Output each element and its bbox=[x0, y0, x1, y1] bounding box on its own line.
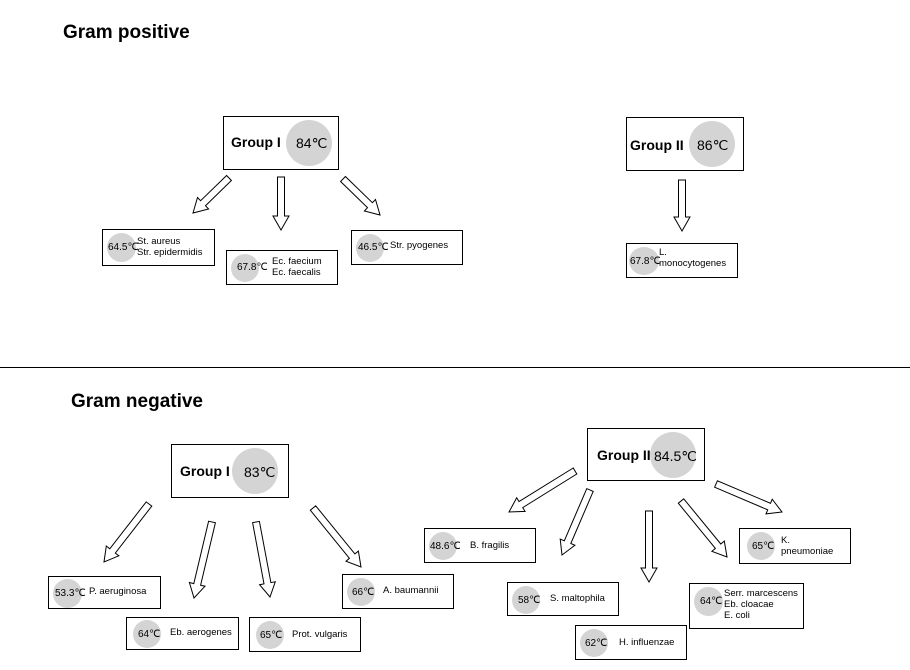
gn2-species-3: 62℃ H. influenzae bbox=[575, 625, 687, 660]
species-names: L. monocytogenes bbox=[659, 247, 727, 269]
gn-group1-box: Group I 83℃ bbox=[171, 444, 289, 498]
hollow-arrow bbox=[252, 520, 277, 598]
group-temp: 83℃ bbox=[244, 464, 276, 480]
species-temp: 65℃ bbox=[260, 630, 283, 641]
group-temp: 86℃ bbox=[697, 137, 729, 153]
species-temp: 58℃ bbox=[518, 595, 541, 606]
temp-circle bbox=[650, 432, 696, 478]
gn2-species-5: 65℃ K. pneumoniae bbox=[739, 528, 851, 564]
hollow-arrow bbox=[272, 176, 290, 232]
temp-circle bbox=[694, 587, 723, 616]
species-names: Str. pyogenes bbox=[390, 240, 449, 251]
gp-species-2: 67.8℃ Ec. faecium Ec. faecalis bbox=[226, 250, 338, 285]
hollow-arrow bbox=[188, 520, 217, 599]
temp-circle bbox=[133, 620, 161, 648]
temp-circle bbox=[356, 234, 384, 262]
hollow-arrow bbox=[713, 480, 783, 515]
hollow-arrow bbox=[339, 175, 381, 216]
hollow-arrow bbox=[673, 179, 691, 233]
group-label: Group I bbox=[231, 134, 281, 150]
group-temp: 84.5℃ bbox=[654, 448, 697, 464]
section-divider bbox=[0, 367, 910, 368]
temp-circle bbox=[231, 254, 259, 282]
species-temp: 64℃ bbox=[138, 629, 161, 640]
gp-species-3: 46.5℃ Str. pyogenes bbox=[351, 230, 463, 265]
temp-circle bbox=[256, 621, 284, 649]
group-temp: 84℃ bbox=[296, 135, 328, 151]
temp-circle bbox=[629, 247, 659, 275]
hollow-arrow bbox=[677, 498, 728, 558]
temp-circle bbox=[429, 532, 457, 560]
gp2-species-1: 67.8℃ L. monocytogenes bbox=[626, 243, 738, 278]
temp-circle bbox=[347, 578, 375, 606]
species-temp: 66℃ bbox=[352, 587, 375, 598]
gram-negative-title: Gram negative bbox=[71, 391, 203, 412]
gram-positive-title: Gram positive bbox=[63, 22, 190, 43]
temp-circle bbox=[580, 629, 608, 657]
temp-circle bbox=[107, 233, 136, 262]
species-names: Serr. marcescens Eb. cloacae E. coli bbox=[724, 588, 798, 621]
species-names: Prot. vulgaris bbox=[292, 629, 348, 640]
hollow-arrow bbox=[640, 510, 658, 584]
species-temp: 46.5℃ bbox=[358, 242, 389, 253]
species-temp: 48.6℃ bbox=[430, 541, 461, 552]
temp-circle bbox=[53, 579, 82, 608]
species-names: Eb. aerogenes bbox=[170, 627, 232, 638]
species-names: Ec. faecium Ec. faecalis bbox=[272, 256, 322, 278]
species-names: H. influenzae bbox=[619, 637, 675, 648]
hollow-arrow bbox=[192, 174, 233, 214]
temp-circle bbox=[689, 121, 735, 167]
group-label: Group II bbox=[597, 447, 651, 463]
species-temp: 67.8℃ bbox=[630, 256, 661, 267]
species-temp: 65℃ bbox=[752, 541, 775, 552]
species-temp: 53.3℃ bbox=[55, 588, 86, 599]
species-names: A. baumannii bbox=[383, 585, 439, 596]
gn2-species-2: 58℃ S. maltophila bbox=[507, 582, 619, 616]
gn-group2-box: Group II 84.5℃ bbox=[587, 428, 705, 481]
group-label: Group II bbox=[630, 137, 684, 153]
species-temp: 62℃ bbox=[585, 638, 608, 649]
species-temp: 64.5℃ bbox=[108, 242, 139, 253]
group-label: Group I bbox=[180, 463, 230, 479]
gn1-species-1: 53.3℃ P. aeruginosa bbox=[48, 576, 161, 609]
species-names: K. pneumoniae bbox=[781, 535, 834, 557]
gn1-species-3: 65℃ Prot. vulgaris bbox=[249, 617, 361, 652]
species-names: P. aeruginosa bbox=[89, 586, 147, 597]
species-temp: 67.8℃ bbox=[237, 262, 268, 273]
gn2-species-1: 48.6℃ B. fragilis bbox=[424, 528, 536, 563]
gn2-species-4: 64℃ Serr. marcescens Eb. cloacae E. coli bbox=[689, 583, 804, 629]
species-names: St. aureus Str. epidermidis bbox=[137, 236, 203, 258]
temp-circle bbox=[232, 448, 278, 494]
hollow-arrow bbox=[559, 487, 594, 556]
species-names: S. maltophila bbox=[550, 593, 605, 604]
hollow-arrow bbox=[309, 505, 362, 568]
gp-group2-box: Group II 86℃ bbox=[626, 117, 744, 171]
gn1-species-2: 64℃ Eb. aerogenes bbox=[126, 617, 239, 650]
temp-circle bbox=[286, 120, 332, 166]
species-names: B. fragilis bbox=[470, 540, 510, 551]
hollow-arrow bbox=[508, 467, 578, 513]
temp-circle bbox=[747, 532, 775, 560]
gp-species-1: 64.5℃ St. aureus Str. epidermidis bbox=[102, 229, 215, 266]
temp-circle bbox=[512, 586, 540, 614]
species-temp: 64℃ bbox=[700, 596, 723, 607]
gp-group1-box: Group I 84℃ bbox=[223, 116, 339, 170]
gn1-species-4: 66℃ A. baumannii bbox=[342, 574, 454, 609]
hollow-arrow bbox=[103, 501, 153, 563]
